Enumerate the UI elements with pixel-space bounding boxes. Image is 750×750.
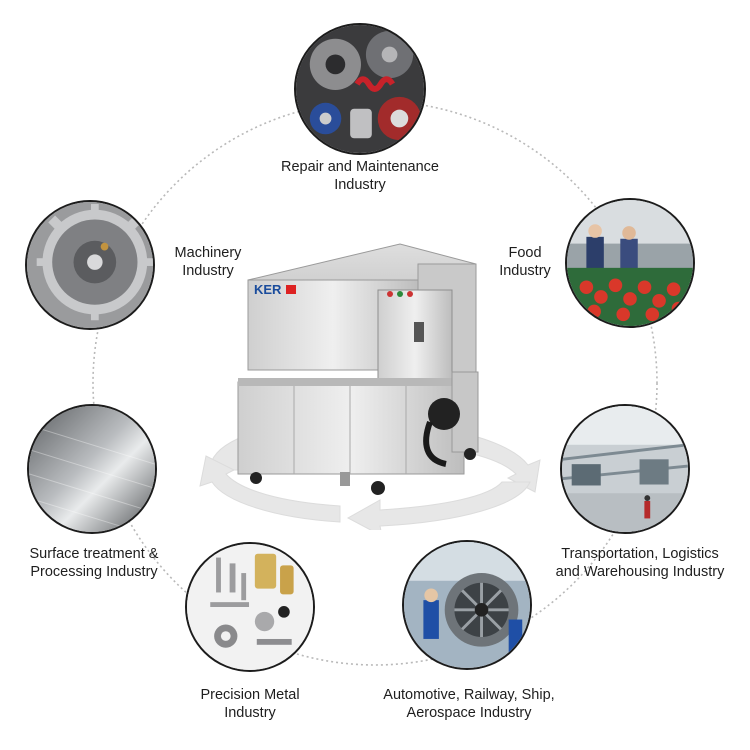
aerospace-industry-photo (402, 540, 532, 670)
aerospace-industry-label: Automotive, Railway, Ship, Aerospace Ind… (383, 687, 555, 721)
transport-industry-photo (560, 404, 690, 534)
food-industry-photo (565, 198, 695, 328)
machinery-industry-photo (25, 200, 155, 330)
surface-treatment-label: Surface treatment & Processing Industry (29, 546, 159, 580)
repair-industry-photo (294, 23, 426, 155)
machine-illustration: KER (237, 243, 479, 495)
precision-metal-photo (185, 542, 315, 672)
food-industry-label: Food Industry (499, 245, 551, 279)
precision-metal-label: Precision Metal Industry (200, 687, 300, 721)
brand-logo: KER (254, 282, 282, 297)
surface-treatment-photo (27, 404, 157, 534)
repair-industry-label: Repair and Maintenance Industry (281, 159, 439, 193)
transport-industry-label: Transportation, Logistics and Warehousin… (555, 546, 725, 580)
machinery-industry-label: Machinery Industry (174, 245, 242, 279)
